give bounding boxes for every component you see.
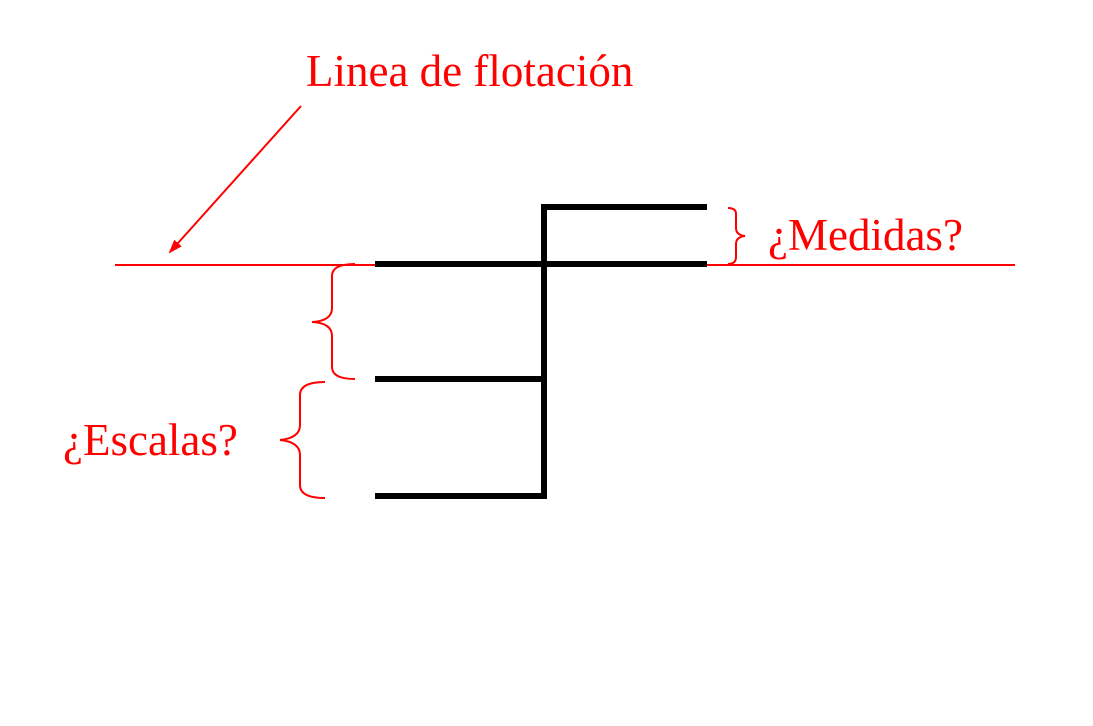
scale-structure (375, 204, 707, 499)
lower-scale-brace (279, 381, 326, 499)
waterline-arrow (168, 105, 302, 254)
waterline-label: Linea de flotación (306, 46, 633, 96)
measures-brace (727, 207, 746, 265)
measures-label: ¿Medidas? (768, 210, 963, 260)
scales-label: ¿Escalas? (63, 415, 238, 465)
upper-scale-brace (311, 263, 356, 380)
